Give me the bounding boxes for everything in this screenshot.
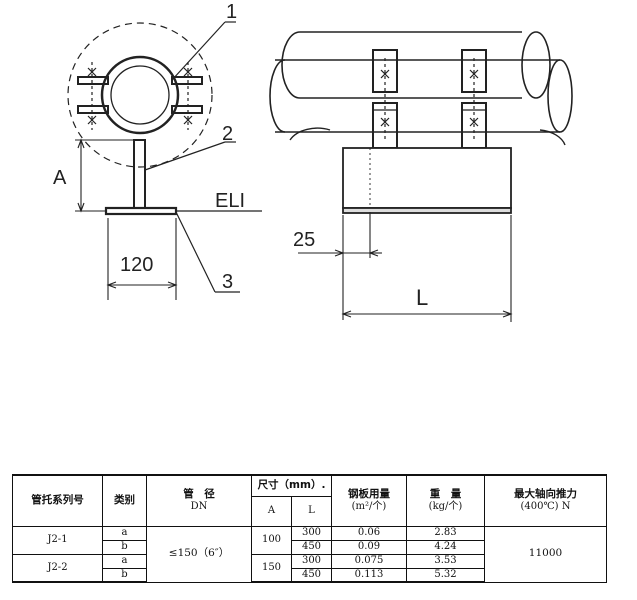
base-plate-front [342, 207, 512, 214]
table-row: J2-1 a ≤150（6″） 100 300 0.06 2.83 11000 [12, 525, 607, 583]
header-weight-line1: 重 量 [429, 487, 462, 500]
header-a: A [251, 495, 292, 527]
cell-weight: 3.53 [406, 553, 485, 569]
header-size: 尺寸（mm）. [251, 474, 332, 497]
support-web [133, 139, 146, 209]
cell-a: 100 [251, 525, 292, 555]
pipe-front-right-end [547, 59, 573, 133]
pipe-lower-arc-left [289, 127, 331, 141]
dim-l-line [341, 215, 513, 322]
label-eli: ELI [215, 190, 245, 212]
header-weight: 重 量 (kg/个) [406, 474, 485, 527]
clamp-ear-right-bottom [171, 105, 203, 114]
cell-dn: ≤150（6″） [146, 525, 252, 583]
pipe-front-left-end [269, 59, 286, 133]
cell-thrust: 11000 [484, 525, 607, 583]
header-type: 类别 [102, 474, 147, 527]
cell-l: 450 [291, 539, 332, 555]
cell-weight: 2.83 [406, 525, 485, 541]
pipe-back-right-end [521, 31, 551, 99]
cell-series: J2-2 [12, 553, 103, 583]
clamp-block-left-top [372, 49, 398, 93]
cell-l: 300 [291, 553, 332, 569]
dim-25-line [298, 212, 382, 320]
header-series: 管托系列号 [12, 474, 103, 527]
label-part-2: 2 [222, 123, 233, 145]
pipe-back-left-end [281, 31, 301, 99]
cell-plate: 0.113 [331, 567, 407, 583]
pipe-outer [100, 55, 180, 135]
header-plate-line2: (m²/个) [351, 501, 387, 513]
header-plate: 钢板用量 (m²/个) [331, 474, 407, 527]
cell-weight: 5.32 [406, 567, 485, 583]
cell-type: a [102, 525, 147, 541]
shoe-body [342, 147, 512, 209]
front-view [269, 31, 573, 322]
label-dim-a: A [53, 167, 67, 189]
cell-type: b [102, 539, 147, 555]
side-view [67, 21, 262, 300]
spec-table: 管托系列号 类别 管 径 DN 尺寸（mm）. 钢板用量 (m²/个) 重 量 … [12, 474, 607, 583]
clamp-block-right-top [461, 49, 487, 93]
pipe-support-drawing: 1 2 3 A 120 ELI [53, 1, 573, 322]
label-part-3: 3 [222, 271, 233, 293]
cell-plate: 0.06 [331, 525, 407, 541]
header-weight-line2: (kg/个) [428, 501, 463, 513]
cell-weight: 4.24 [406, 539, 485, 555]
cell-l: 450 [291, 567, 332, 583]
clamp-ear-right-top [171, 76, 203, 85]
leader-2 [144, 141, 226, 171]
header-diameter-line2: DN [190, 501, 208, 513]
clamp-ear-left-bottom [77, 105, 109, 114]
header-diameter-line1: 管 径 [183, 487, 215, 500]
header-thrust-line2: (400℃) N [520, 501, 571, 513]
leader-3 [175, 211, 216, 293]
clamp-ear-left-top [77, 76, 109, 85]
bolt-marks-side [87, 62, 193, 130]
cell-plate: 0.075 [331, 553, 407, 569]
label-dim-l: L [416, 285, 428, 310]
pipe-inner [110, 65, 170, 125]
table-row: J2-2 a 150 300 0.075 3.53 [12, 553, 607, 583]
table-row: b 450 0.09 4.24 [13, 539, 607, 555]
header-l: L [291, 495, 332, 527]
header-thrust-line1: 最大轴向推力 [514, 487, 577, 500]
header-diameter: 管 径 DN [146, 474, 252, 527]
dim-a-line [75, 138, 134, 213]
cell-series: J2-1 [12, 525, 103, 555]
cell-l: 300 [291, 525, 332, 541]
dim-120-line [106, 218, 178, 300]
pipe-lower-arc-right [539, 129, 566, 146]
cell-type: a [102, 553, 147, 569]
insulation-outline [67, 22, 213, 168]
cell-type: b [102, 567, 147, 583]
cell-plate: 0.09 [331, 539, 407, 555]
header-row-2: A L [13, 495, 607, 527]
leader-1 [171, 21, 226, 81]
label-part-1: 1 [226, 1, 237, 23]
base-plate-side [104, 206, 178, 216]
table-row: b 450 0.113 5.32 [13, 567, 607, 583]
label-dim-25: 25 [293, 229, 315, 251]
cell-a: 150 [251, 553, 292, 583]
header-thrust: 最大轴向推力 (400℃) N [484, 474, 607, 527]
header-row-1: 管托系列号 类别 管 径 DN 尺寸（mm）. 钢板用量 (m²/个) 重 量 … [12, 474, 607, 527]
bolt-marks-front [380, 58, 479, 140]
label-dim-120: 120 [120, 254, 153, 276]
header-plate-line1: 钢板用量 [348, 487, 390, 500]
